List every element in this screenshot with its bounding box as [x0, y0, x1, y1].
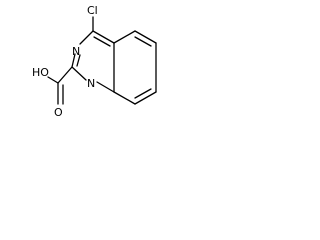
bond-n3-c2 — [71, 53, 76, 68]
bond-c4-n3 — [79, 30, 94, 45]
hydroxyl-label: HO — [32, 66, 49, 79]
carbonyl-oxygen-label: O — [54, 106, 63, 119]
bond-c4a-c5 — [113, 30, 136, 44]
bond-n1-c8a — [96, 81, 115, 93]
bond-c7-c8-inner — [134, 88, 152, 99]
bond-c2-carboxyl — [57, 66, 73, 84]
molecule-structure: Cl N N HO O — [32, 4, 157, 119]
nitrogen-3-label: N — [72, 45, 80, 58]
nitrogen-1-label: N — [87, 77, 95, 90]
chlorine-label: Cl — [87, 4, 98, 17]
bond-c5-c6 — [134, 30, 157, 44]
bond-c7-c8 — [134, 91, 157, 105]
bond-c4-c4a — [92, 30, 115, 44]
bond-n3-c2-double — [76, 54, 81, 67]
bond-c8-c8a — [113, 91, 136, 105]
bond-c5-c6-inner — [134, 36, 152, 47]
bond-c4-c4a-inner — [93, 36, 111, 47]
bond-carboxyl-oh — [47, 76, 59, 84]
bond-c2-n1 — [71, 66, 87, 81]
